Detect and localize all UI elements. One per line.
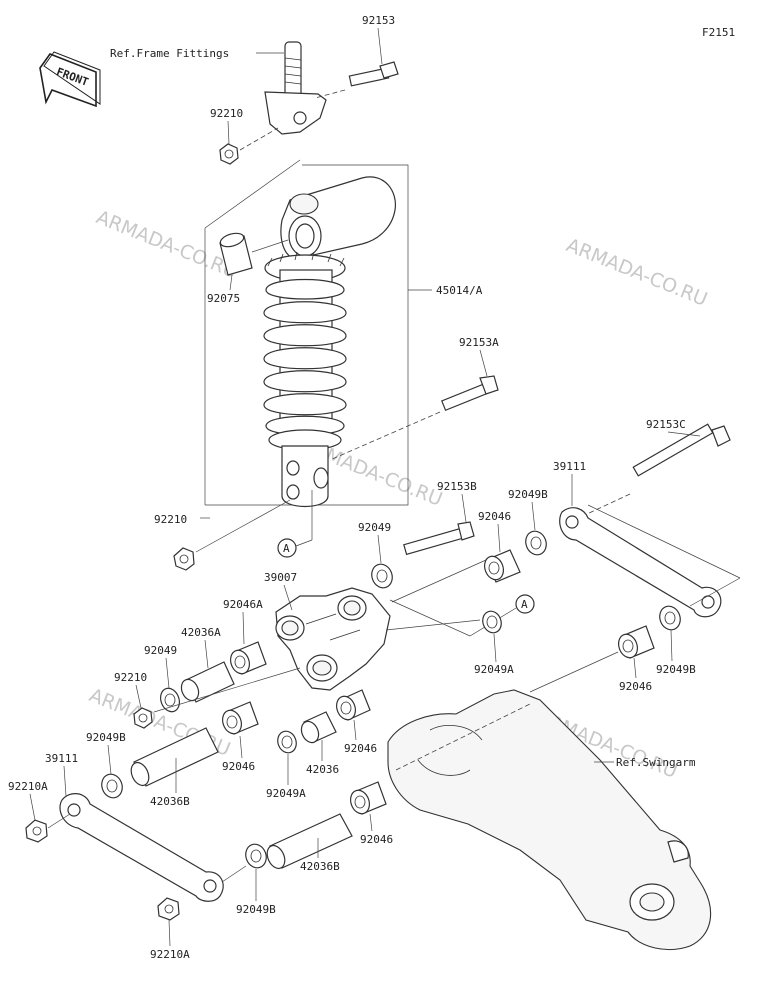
label-42036B-left: 42036B [150,795,190,808]
nut-92210A-left-part [25,813,71,843]
collar-42036A-part [180,661,235,703]
frame-fitting-part [264,41,327,135]
label-92046-right: 92046 [619,680,652,693]
callout-a-right-label: A [521,598,528,611]
label-92049B-left: 92049B [86,731,126,744]
label-92049A-bottom: 92049A [266,787,306,800]
label-92153B: 92153B [437,480,477,493]
label-92049B-bottom: 92049B [236,903,276,916]
bolt-92153-part [314,61,399,99]
label-92210A-left: 92210A [8,780,48,793]
collar-92075-part [219,232,289,276]
bearing-92046-c-part [335,689,371,721]
label-92210-mid: 92210 [154,513,187,526]
label-92210-top: 92210 [210,107,243,120]
label-92153C: 92153C [646,418,686,431]
label-92046A: 92046A [223,598,263,611]
label-92153A: 92153A [459,336,499,349]
tie-rod-39111-right-part [559,504,741,618]
collar-42036B-left-part [130,727,219,787]
nut-92210-left-part [133,707,153,729]
bearing-92046-right-part [529,625,655,693]
label-39111-right: 39111 [553,460,586,473]
label-42036: 42036 [306,763,339,776]
label-92046-c: 92046 [344,742,377,755]
label-92046-a: 92046 [478,510,511,523]
watermark-2: ARMADA-CO.RU [563,234,710,311]
nut-92210-mid-part [173,499,291,571]
watermark-1: ARMADA-CO.RU [93,206,240,283]
tie-rod-39111-left-part [59,793,224,902]
washer-92049B-right-part [659,605,681,631]
label-39111-left: 39111 [45,752,78,765]
washer-92049-part [371,563,393,589]
washer-92049B-left-part [101,773,123,799]
washer-92049A-center-part [482,610,502,634]
ref-frame-label: Ref.Frame Fittings [110,47,229,60]
ref-swingarm-label: Ref.Swingarm [616,756,696,769]
collar-42036B-bottom-part [266,813,353,870]
label-92075: 92075 [207,292,240,305]
bolt-92153B-part [403,521,475,556]
label-92049B-right: 92049B [656,663,696,676]
figure-code: F2151 [702,26,735,39]
bearing-92046-a-part [483,549,521,583]
washer-92049B-top-part [525,530,547,556]
callout-a-shock-icon [277,538,297,558]
bolt-92153C-part [573,423,731,521]
label-92046-b: 92046 [222,760,255,773]
label-42036A: 42036A [181,626,221,639]
label-45014A: 45014/A [436,284,483,297]
callout-a-shock-label: A [283,542,290,555]
swingarm-part [387,689,712,951]
nut-92210-top-part [219,127,279,165]
rocker-arm-39007-part [275,559,487,691]
label-42036B-bottom: 42036B [300,860,340,873]
label-92210A-bottom: 92210A [150,948,190,961]
washer-92049A-bottom-part [277,730,297,754]
shock-absorber-part [263,176,397,507]
watermarks: ARMADA-CO.RU ARMADA-CO.RU ARMADA-CO.RU A… [86,206,710,783]
label-92049-left: 92049 [144,644,177,657]
nut-92210A-bottom-part [157,897,180,921]
label-92153-top: 92153 [362,14,395,27]
bearing-92046A-part [229,641,267,675]
label-92049A-center: 92049A [474,663,514,676]
callout-a-right-icon [515,594,535,614]
washer-92049B-bottom-part [221,843,267,883]
label-92210-left: 92210 [114,671,147,684]
label-92049B-top: 92049B [508,488,548,501]
label-92049: 92049 [358,521,391,534]
label-39007: 39007 [264,571,297,584]
front-arrow-icon: FRONT [39,51,101,108]
label-92046-d: 92046 [360,833,393,846]
bearing-92046-b-part [221,701,259,735]
bolt-92153A-part [329,375,499,461]
bearing-92046-d-part [349,781,387,815]
collar-42036-part [300,711,337,744]
